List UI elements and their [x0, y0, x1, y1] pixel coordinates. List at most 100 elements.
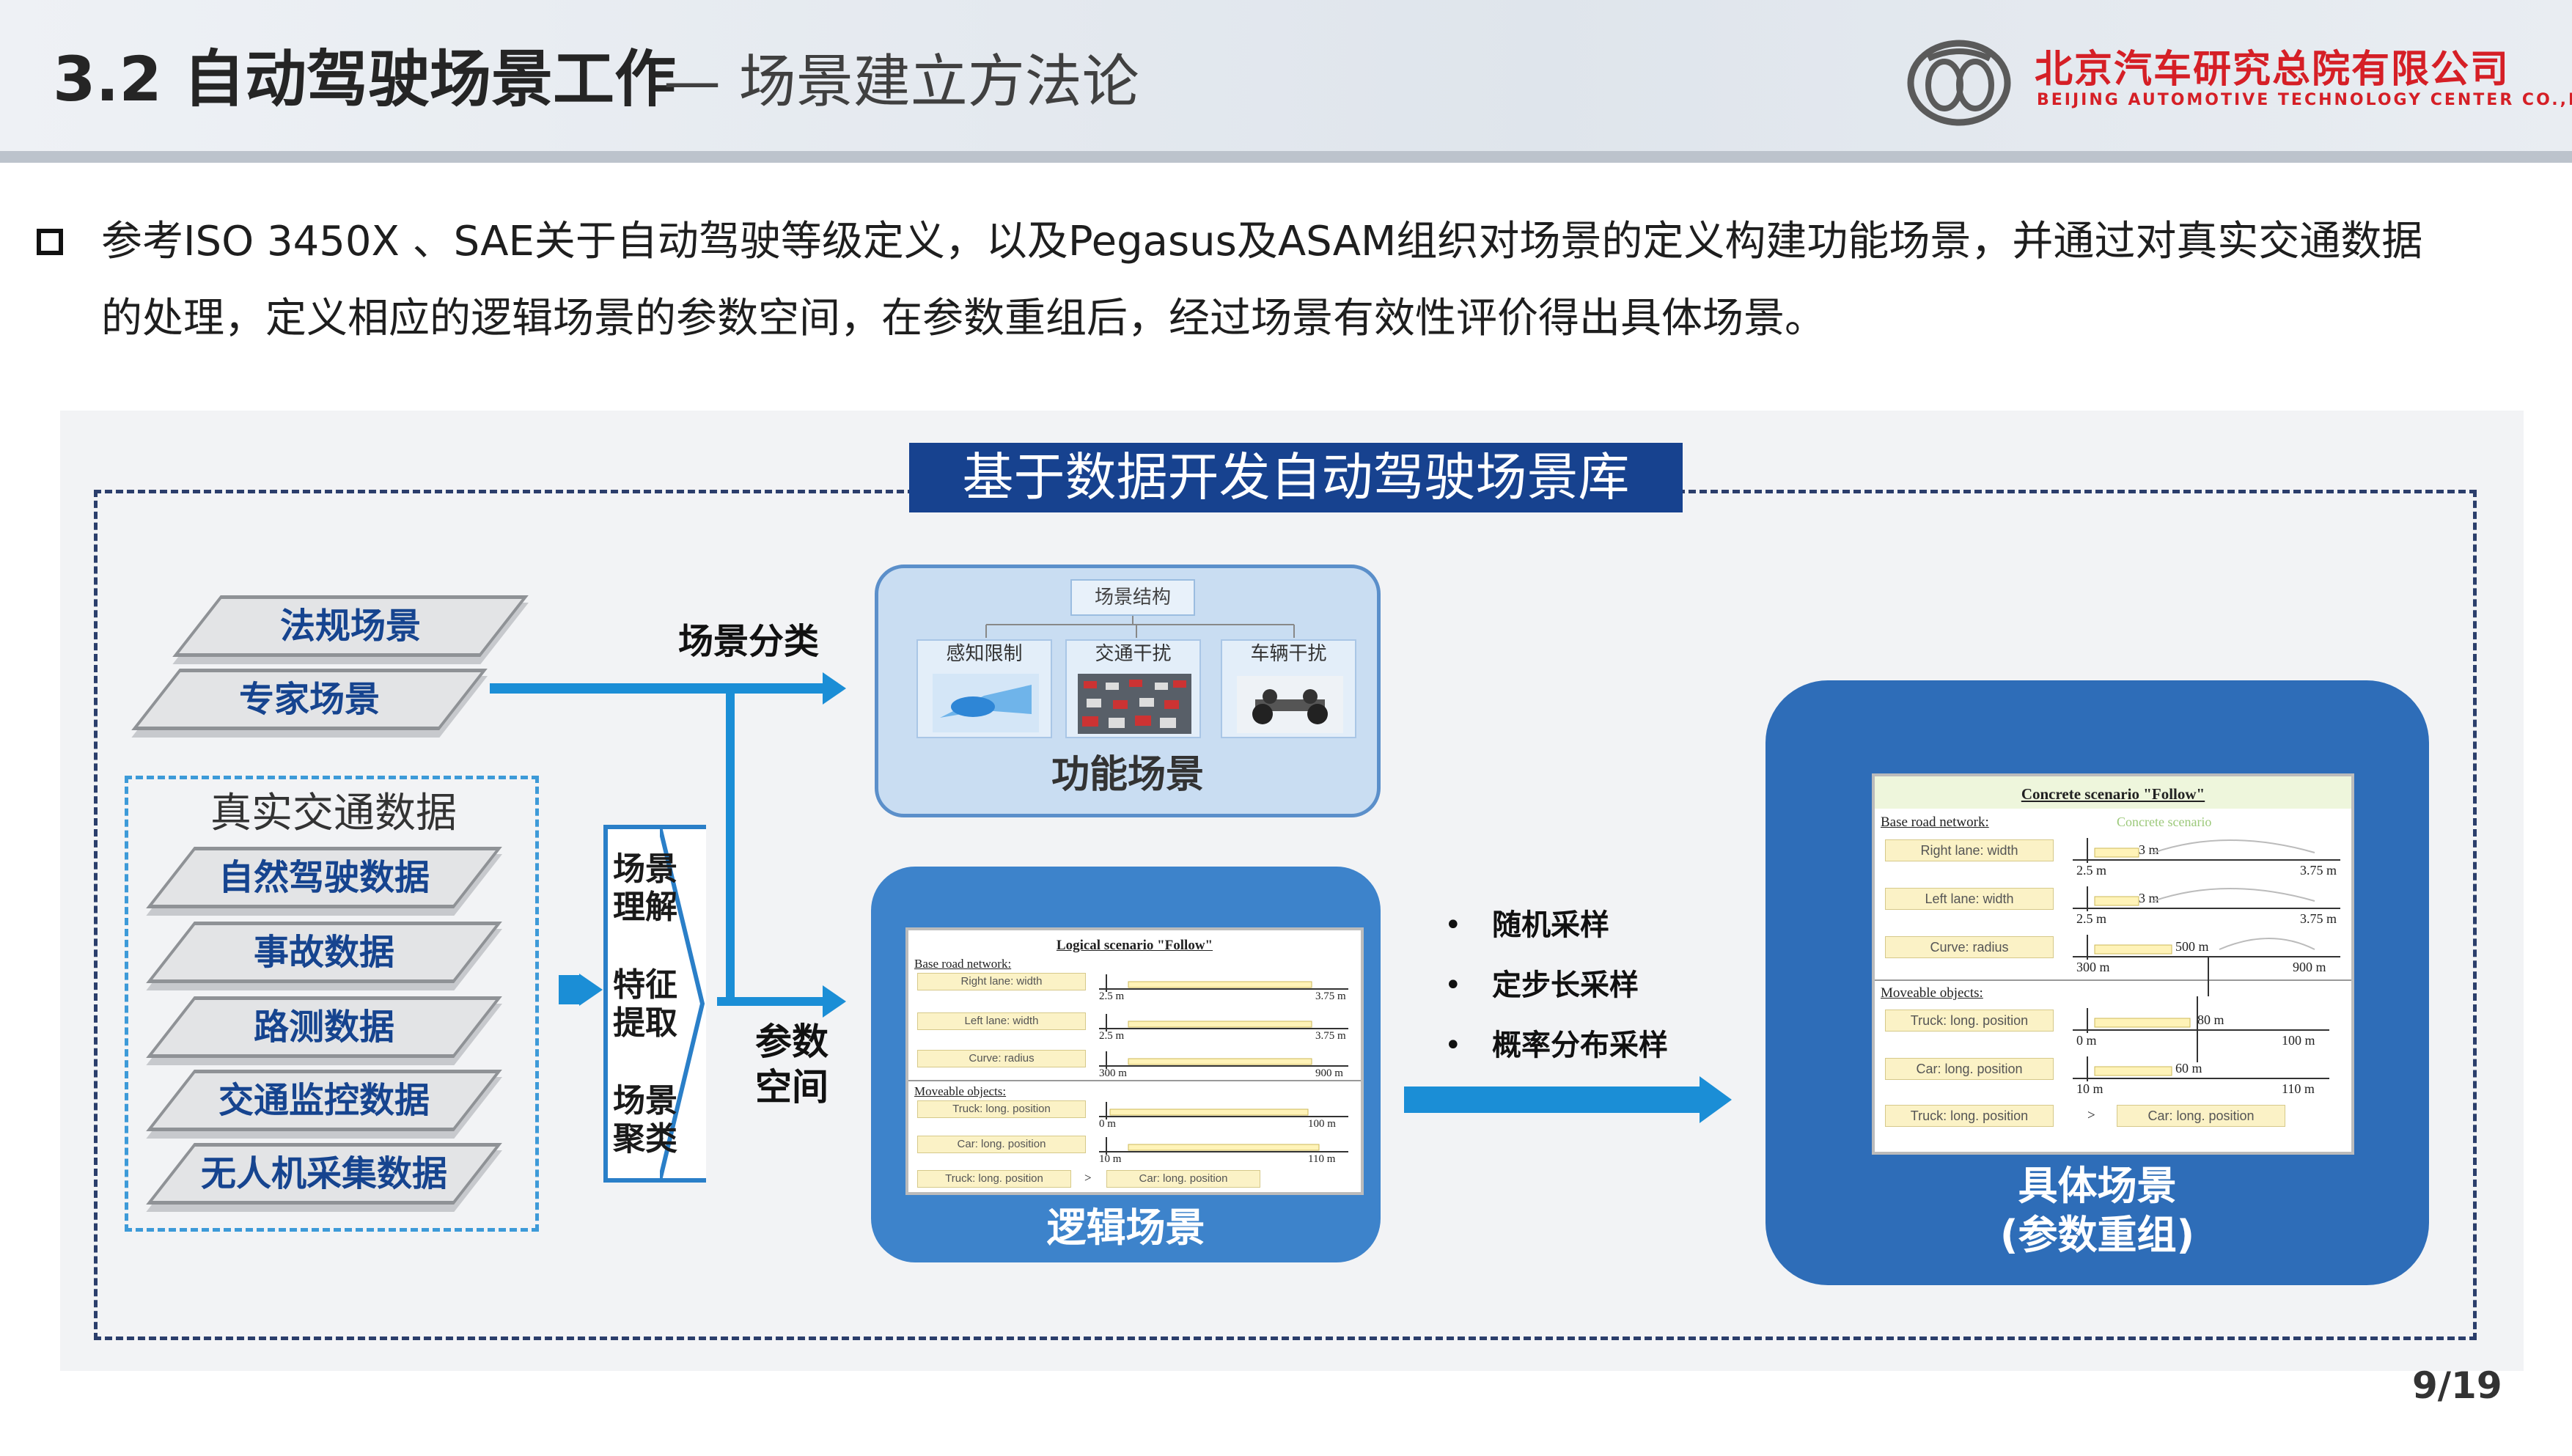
slide-title: 3.2 自动驾驶场景工作 — [53, 43, 677, 115]
real-item-traffic-monitoring: 交通监控数据 — [218, 1080, 430, 1121]
logical-row-right: 900 m — [1315, 1067, 1343, 1079]
logical-row-label: Right lane: width — [917, 973, 1086, 990]
logical-row-left: 2.5 m — [1099, 1030, 1125, 1042]
concrete-road-header: Base road network: — [1881, 815, 1989, 830]
concrete-relation-a: Truck: long. position — [1885, 1105, 2054, 1127]
real-traffic-group — [125, 776, 539, 1232]
step-feature-extraction: 特征 提取 — [612, 966, 678, 1043]
func-card-perception — [916, 639, 1052, 738]
arrow-to-concrete — [1404, 1087, 1701, 1113]
concrete-row-label: Right lane: width — [1885, 839, 2054, 861]
func-card-traffic-label: 交通干扰 — [1095, 643, 1172, 665]
concrete-range-lines — [1875, 838, 2351, 1081]
concrete-scenario-doc: Concrete scenario "Follow" Base road net… — [1872, 773, 2354, 1155]
logical-row-label: Left lane: width — [917, 1012, 1086, 1030]
intro-line-1: 参考ISO 3450X 、SAE关于自动驾驶等级定义，以及Pegasus及ASA… — [101, 218, 2423, 265]
concrete-row-value: 500 m — [2175, 939, 2209, 954]
concrete-row-left: 2.5 m — [2076, 911, 2107, 926]
arrowhead-process-icon — [579, 974, 603, 1006]
slide-header — [0, 0, 2572, 163]
concrete-row-right: 3.75 m — [2300, 911, 2337, 926]
concrete-doc-header-bg — [1875, 776, 2351, 809]
logical-obj-right: 110 m — [1308, 1153, 1336, 1165]
source-expert: 专家场景 — [238, 679, 380, 720]
logical-relation-a: Truck: long. position — [917, 1170, 1071, 1188]
real-item-accident: 事故数据 — [253, 932, 394, 973]
logical-obj-left: 0 m — [1099, 1118, 1116, 1130]
concrete-row-right: 3.75 m — [2300, 863, 2337, 878]
logical-road-header: Base road network: — [914, 957, 1012, 971]
logical-obj-right: 100 m — [1308, 1118, 1336, 1130]
concrete-row-right: 900 m — [2293, 960, 2326, 974]
sampling-fixed-step: 定步长采样 — [1492, 968, 1639, 1002]
logical-row-left: 300 m — [1099, 1067, 1127, 1079]
arrowhead-param-icon — [823, 985, 846, 1018]
traffic-jam-icon — [1078, 674, 1191, 734]
logical-range-lines — [908, 974, 1361, 1155]
arrowhead-classify-icon — [823, 672, 846, 705]
connector-vertical — [726, 683, 735, 1006]
logical-obj-header: Moveable objects: — [914, 1084, 1007, 1098]
classify-label: 场景分类 — [678, 621, 820, 662]
real-traffic-title: 真实交通数据 — [210, 790, 457, 837]
arrow-real-to-process — [559, 975, 581, 1004]
sampling-random: 随机采样 — [1492, 908, 1609, 942]
concrete-obj-right: 110 m — [2282, 1081, 2315, 1096]
concrete-row-value: 3 m — [2139, 891, 2159, 905]
real-item-natural-driving: 自然驾驶数据 — [218, 857, 430, 898]
logical-row-label: Curve: radius — [917, 1050, 1086, 1067]
real-item-road-test: 路测数据 — [253, 1007, 394, 1048]
structure-tree-lines — [985, 616, 1295, 638]
logical-scenario-title: 逻辑场景 — [1046, 1205, 1205, 1251]
source-regulation: 法规场景 — [279, 606, 421, 647]
step-clustering: 场景 聚类 — [612, 1082, 678, 1158]
concrete-watermark: Concrete scenario — [2117, 815, 2212, 829]
functional-scenario-title: 功能场景 — [1051, 753, 1204, 797]
concrete-obj-right: 100 m — [2282, 1033, 2315, 1048]
concrete-row-label: Curve: radius — [1885, 936, 2054, 958]
concrete-row-value: 3 m — [2139, 842, 2159, 857]
logical-row-right: 3.75 m — [1315, 1030, 1346, 1042]
bullet-dot: • — [1444, 1029, 1462, 1062]
func-card-vehicle-label: 车辆干扰 — [1250, 643, 1327, 665]
slide-subtitle: — 场景建立方法论 — [664, 49, 1139, 115]
step-understanding: 场景 理解 — [612, 850, 678, 927]
logical-obj-label: Truck: long. position — [917, 1100, 1086, 1118]
concrete-scenario-title: 具体场景 — [2018, 1163, 2177, 1209]
bullet-dot: • — [1444, 908, 1462, 942]
logical-row-right: 3.75 m — [1315, 990, 1346, 1002]
concrete-row-label: Left lane: width — [1885, 888, 2054, 910]
logical-relation-b: Car: long. position — [1106, 1170, 1260, 1188]
concrete-obj-header: Moveable objects: — [1881, 985, 1983, 1001]
concrete-obj-label: Car: long. position — [1885, 1058, 2054, 1080]
param-space-label: 参数 空间 — [755, 1021, 828, 1108]
company-name-en: BEIJING AUTOMOTIVE TECHNOLOGY CENTER CO.… — [2037, 91, 2572, 109]
process-bracket — [603, 825, 706, 1183]
sampling-probability: 概率分布采样 — [1492, 1029, 1668, 1062]
arrowhead-concrete-icon — [1700, 1076, 1732, 1123]
concrete-obj-value: 60 m — [2175, 1061, 2202, 1076]
logical-row-left: 2.5 m — [1099, 990, 1125, 1002]
page-number: 9/19 — [2412, 1364, 2502, 1407]
concrete-relation-b: Car: long. position — [2117, 1105, 2285, 1127]
concrete-row-left: 300 m — [2076, 960, 2110, 974]
step-feature-label: 特征 提取 — [613, 966, 677, 1042]
func-card-perception-label: 感知限制 — [946, 643, 1023, 665]
concrete-obj-value: 80 m — [2197, 1012, 2224, 1027]
step-understanding-label: 场景 理解 — [613, 850, 677, 926]
logical-doc-title: Logical scenario "Follow" — [1056, 938, 1213, 953]
company-name-cn: 北京汽车研究总院有限公司 — [2035, 48, 2510, 92]
concrete-scenario-subtitle: (参数重组) — [1999, 1212, 2195, 1258]
concrete-row-left: 2.5 m — [2076, 863, 2107, 878]
step-clustering-label: 场景 聚类 — [613, 1082, 677, 1158]
baic-logo-icon — [1907, 40, 2011, 126]
scenario-structure-label: 场景结构 — [1070, 579, 1195, 616]
intro-line-2: 的处理，定义相应的逻辑场景的参数空间，在参数重组后，经过场景有效性评价得出具体场… — [101, 295, 1826, 342]
func-card-traffic — [1065, 639, 1201, 738]
concrete-doc-title: Concrete scenario "Follow" — [2021, 785, 2205, 803]
concrete-obj-label: Truck: long. position — [1885, 1010, 2054, 1032]
arrow-to-classify — [490, 683, 824, 694]
func-card-vehicle — [1221, 639, 1356, 738]
logical-relation-op: > — [1084, 1171, 1092, 1185]
